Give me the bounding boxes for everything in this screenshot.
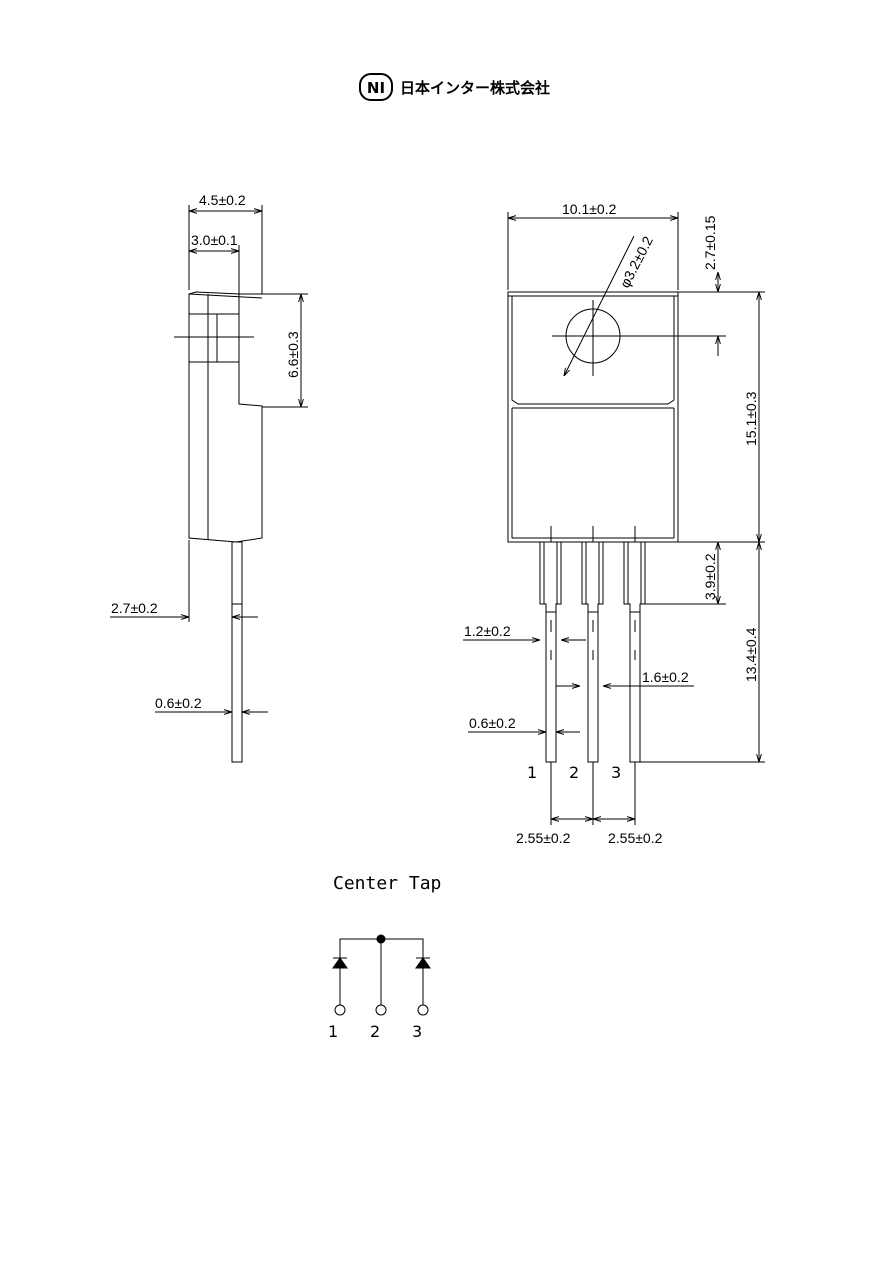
schematic-pin-1-label: 1 — [328, 1022, 338, 1041]
dim-lead-thickness: 0.6±0.2 — [155, 695, 202, 711]
dim-lead-width: 0.6±0.2 — [469, 715, 516, 731]
dim-lead-width-upper: 1.2±0.2 — [464, 623, 511, 639]
dim-body-thickness: 3.0±0.1 — [191, 232, 238, 248]
dim-pitch-left: 2.55±0.2 — [516, 830, 571, 846]
dim-hole-offset: 2.7±0.15 — [702, 215, 718, 270]
front-pin-1-label: 1 — [527, 763, 537, 782]
schematic-pin-3-label: 3 — [412, 1022, 422, 1041]
side-tab-line — [188, 293, 263, 299]
side-view: 4.5±0.2 3.0±0.1 6.6±0.3 2.7±0.2 0.6±0.2 — [110, 192, 308, 763]
center-tap-schematic: Center Tap 1 2 3 — [328, 873, 441, 1041]
company-logo: NI 日本インター株式会社 — [359, 73, 550, 101]
dim-lead-offset: 2.7±0.2 — [111, 600, 158, 616]
schematic-title: Center Tap — [333, 873, 441, 894]
logo-mark-text: NI — [367, 79, 385, 97]
dim-hole-diameter: φ3.2±0.2 — [616, 233, 656, 290]
front-view: φ3.2±0.2 10.1±0.2 2.7±0.15 — [463, 201, 765, 846]
dim-lead-width-shoulder: 1.6±0.2 — [642, 669, 689, 685]
dim-tab-height: 6.6±0.3 — [285, 331, 301, 378]
terminal-2 — [375, 1004, 387, 1016]
dim-pitch-right: 2.55±0.2 — [608, 830, 663, 846]
diode-1-symbol — [332, 957, 348, 969]
dim-total-thickness: 4.5±0.2 — [199, 192, 246, 208]
dim-lead-length: 13.4±0.4 — [743, 627, 759, 682]
terminal-1 — [334, 1004, 346, 1016]
side-lead — [231, 541, 243, 763]
diode-3-symbol — [415, 957, 431, 969]
common-node — [376, 934, 386, 944]
dim-shoulder-height: 3.9±0.2 — [702, 553, 718, 600]
dim-body-height: 15.1±0.3 — [743, 391, 759, 446]
front-body-inner — [511, 296, 675, 405]
front-pin-3-label: 3 — [611, 763, 621, 782]
dim-width: 10.1±0.2 — [562, 201, 617, 217]
terminal-3 — [417, 1004, 429, 1016]
schematic-pin-2-label: 2 — [370, 1022, 380, 1041]
company-name: 日本インター株式会社 — [400, 79, 550, 97]
side-body-outline — [188, 291, 263, 543]
logo-mark-frame — [359, 73, 393, 101]
front-pin-2-label: 2 — [569, 763, 579, 782]
